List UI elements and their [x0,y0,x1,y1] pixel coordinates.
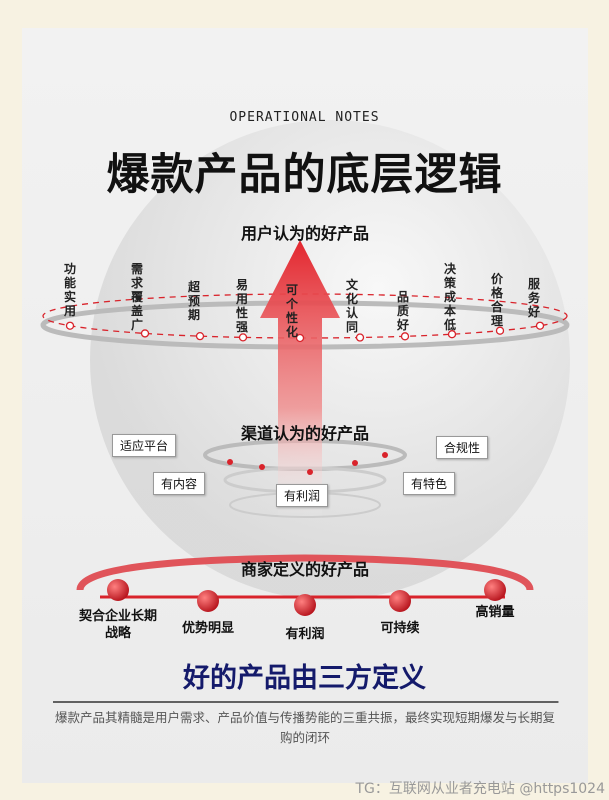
channel-node [352,460,358,466]
user-ring-node [238,333,248,342]
merchant-arc [76,554,534,591]
user-ring-node [195,332,205,341]
channel-tag: 有特色 [403,472,456,495]
page-title: 爆款产品的底层逻辑 [106,150,503,200]
merchant-node [107,579,129,601]
channel-node [227,459,233,465]
user-ring-node [65,321,75,330]
user-ring-node [495,326,505,335]
merchant-node [294,594,316,616]
user-heading: 用户认为的好产品 [240,224,369,243]
merchant-node [197,590,219,612]
conclusion-heading: 好的产品由三方定义 [183,663,426,694]
user-ring-node [140,329,150,338]
user-ring-node [447,330,457,339]
merchant-item: 高销量 [475,605,515,620]
up-arrow-icon [260,240,340,520]
user-item: 服务好 [527,277,540,319]
merchant-item: 可持续 [380,621,420,636]
channel-tag: 有内容 [153,472,206,495]
channel-node [259,464,265,470]
channel-tag: 有利润 [276,484,329,507]
channel-heading: 渠道认为的好产品 [240,424,369,443]
user-ring-node [400,332,410,341]
user-item: 可个性化 [285,283,298,339]
channel-node [382,452,388,458]
merchant-item: 优势明显 [181,621,234,636]
channel-node [307,469,313,475]
user-ring-node [295,333,305,343]
watermark: TG：互联网从业者充电站 @https1024 [355,781,605,797]
merchant-item: 契合企业长期战略 [78,609,157,641]
user-item: 文化认同 [345,278,358,334]
subtitle: OPERATIONAL NOTES [229,110,380,125]
user-item: 功能实用 [63,262,76,318]
user-ring-node [535,321,545,330]
merchant-node [484,579,506,601]
merchant-item: 有利润 [285,627,325,642]
description: 爆款产品其精髓是用户需求、产品价值与传播势能的三重共振，最终实现短期爆发与长期复… [55,710,556,745]
user-item: 超预期 [187,280,200,322]
user-item: 易用性强 [235,278,248,334]
user-item: 品质好 [396,290,409,332]
channel-tag: 适应平台 [112,434,177,457]
user-item: 决策成本低 [443,262,456,332]
user-item: 价格合理 [490,272,503,328]
merchant-node [389,590,411,612]
user-item: 需求覆盖广 [130,262,143,332]
user-ring-node [355,333,365,342]
channel-tag: 合规性 [436,436,489,459]
merchant-heading: 商家定义的好产品 [240,560,369,579]
